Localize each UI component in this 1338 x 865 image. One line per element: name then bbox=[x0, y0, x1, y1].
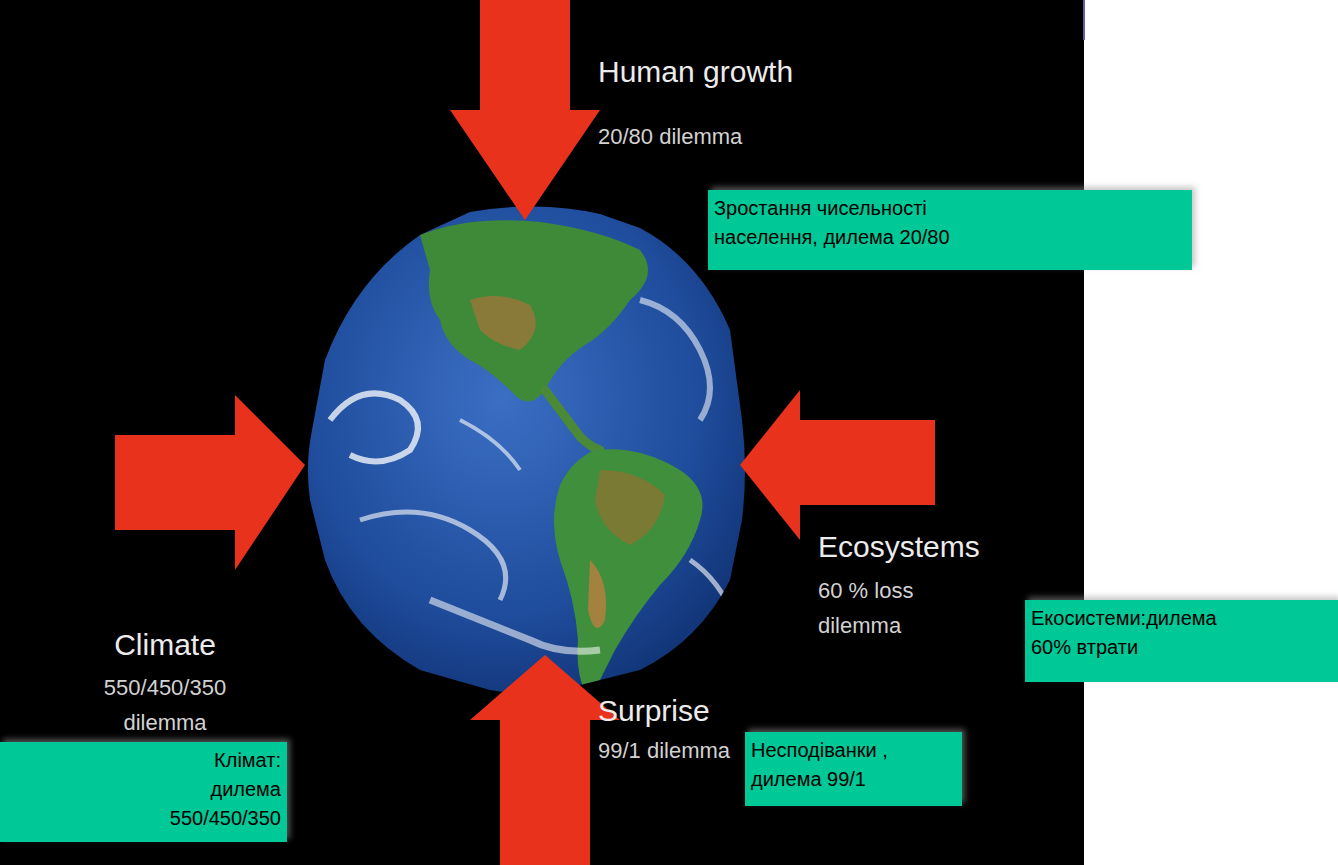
earth-globe bbox=[290, 190, 760, 710]
land-relief bbox=[588, 560, 606, 628]
callout-text: Несподіванки , дилема 99/1 bbox=[751, 736, 911, 794]
cloud bbox=[330, 393, 418, 461]
pressure-title: Ecosystems bbox=[818, 530, 1048, 565]
callout-box: Зростання чисельності населення, дилема … bbox=[708, 190, 1192, 270]
central-america bbox=[545, 390, 600, 450]
dilemma-note: 20/80 dilemma bbox=[598, 124, 818, 150]
callout-text: Екосистеми:дилема 60% втрати bbox=[1031, 604, 1246, 662]
dilemma-note: 550/450/350 dilemma bbox=[80, 670, 250, 740]
callout-box: Екосистеми:дилема 60% втрати bbox=[1025, 600, 1338, 682]
pressure-title: Human growth bbox=[598, 55, 858, 90]
callout-text: Клімат: дилема 550/450/350 bbox=[151, 746, 281, 833]
dilemma-note: 99/1 dilemma bbox=[598, 738, 738, 764]
land-relief bbox=[470, 296, 536, 350]
cloud bbox=[360, 512, 506, 600]
cloud bbox=[640, 300, 710, 420]
pressure-arrow bbox=[115, 395, 305, 570]
callout-box: Несподіванки , дилема 99/1 bbox=[745, 732, 962, 806]
cloud bbox=[690, 560, 735, 620]
pressure-arrow bbox=[740, 390, 935, 540]
pressure-title: Surprise bbox=[598, 694, 738, 729]
black-ground bbox=[0, 0, 1084, 865]
land-relief bbox=[595, 470, 665, 545]
callout-box: Клімат: дилема 550/450/350 bbox=[0, 742, 287, 842]
pressure-arrow bbox=[450, 0, 600, 220]
north-america bbox=[420, 220, 648, 401]
pressure-arrow bbox=[470, 655, 620, 865]
pressure-title: Climate bbox=[60, 628, 270, 663]
ocean bbox=[290, 190, 760, 710]
callout-text: Зростання чисельності населення, дилема … bbox=[714, 194, 1014, 252]
frame-edge bbox=[1083, 0, 1085, 40]
cloud bbox=[460, 420, 520, 470]
dilemma-note: 60 % loss dilemma bbox=[818, 573, 930, 643]
cloud bbox=[430, 600, 600, 651]
south-america bbox=[554, 449, 703, 700]
